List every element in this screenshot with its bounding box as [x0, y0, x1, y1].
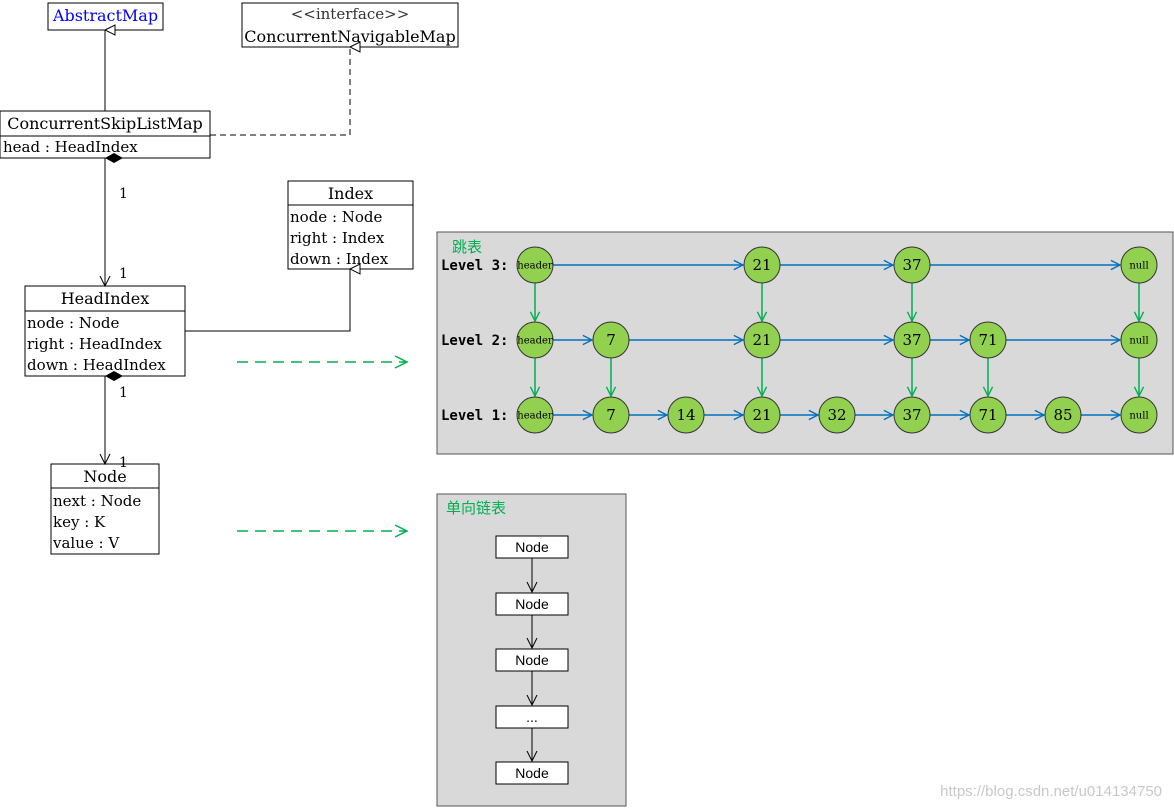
skiplist-node: 85 [1044, 396, 1082, 434]
class-attribute: head : HeadIndex [3, 138, 138, 156]
class-attribute: node : Node [27, 314, 120, 332]
skiplist-node: 37 [893, 396, 931, 434]
node-value: header [517, 411, 553, 422]
node-value: 71 [978, 406, 997, 424]
class-attribute: key : K [53, 513, 106, 531]
class-box [50, 463, 160, 555]
class-node: Node next : Node key : K value : V [50, 463, 160, 555]
skiplist-node: 32 [818, 396, 856, 434]
class-abstract-map: AbstractMap [47, 2, 164, 31]
node-value: 32 [827, 406, 846, 424]
skiplist-node: header [516, 321, 554, 359]
multiplicity-label: 1 [119, 385, 128, 401]
skiplist-node: header [516, 396, 554, 434]
class-name: HeadIndex [61, 289, 150, 308]
node-label: Node [515, 652, 549, 668]
realization-arrow [210, 47, 350, 136]
node-label: ... [526, 709, 538, 725]
watermark-text: https://blog.csdn.net/u014134750 [940, 783, 1162, 800]
node-label: Node [515, 765, 549, 781]
class-name: AbstractMap [52, 6, 158, 25]
class-name: Node [83, 467, 126, 486]
class-concurrent-skiplist-map: ConcurrentSkipListMap head : HeadIndex [0, 110, 211, 159]
class-attribute: right : HeadIndex [27, 335, 162, 353]
node-value: 85 [1053, 406, 1072, 424]
class-attribute: right : Index [290, 229, 385, 247]
level-label: Level 2: [441, 333, 508, 349]
node-value: 37 [902, 331, 921, 349]
class-attribute: down : HeadIndex [27, 356, 166, 374]
node-value: 7 [606, 331, 616, 349]
skiplist-node: null [1120, 396, 1158, 434]
skiplist-node: header [516, 246, 554, 284]
skiplist-node: 21 [743, 246, 781, 284]
class-head-index: HeadIndex node : Node right : HeadIndex … [24, 285, 186, 377]
level-label: Level 1: [441, 408, 508, 424]
node-value: 71 [978, 331, 997, 349]
skiplist-node: 7 [592, 396, 630, 434]
skiplist-node: 21 [743, 396, 781, 434]
skiplist-node: null [1120, 246, 1158, 284]
skiplist-node: 37 [893, 321, 931, 359]
skiplist-node: 21 [743, 321, 781, 359]
skiplist-node: null [1120, 321, 1158, 359]
linked-list-node: Node [495, 535, 569, 559]
node-value: 37 [902, 406, 921, 424]
class-attribute: down : Index [290, 250, 389, 268]
class-name: ConcurrentSkipListMap [7, 114, 203, 133]
class-attribute: value : V [52, 534, 120, 552]
panel-title: 跳表 [452, 239, 482, 256]
class-box [287, 180, 414, 270]
multiplicity-label: 1 [119, 186, 128, 202]
skiplist-node: 14 [667, 396, 705, 434]
node-label: Node [515, 596, 549, 612]
node-value: header [517, 336, 553, 347]
node-value: 14 [676, 406, 695, 424]
skiplist-node: 7 [592, 321, 630, 359]
linked-list-node: Node [495, 761, 569, 785]
panel-title: 单向链表 [446, 500, 506, 517]
node-value: null [1129, 261, 1148, 272]
node-value: 37 [902, 256, 921, 274]
class-attribute: next : Node [53, 492, 141, 510]
skiplist-panel: 跳表 Level 3: Level 2: Level 1: header 21 37 nu… [436, 231, 1174, 455]
node-value: 21 [752, 331, 771, 349]
interface-concurrent-navigable-map: <<interface>> ConcurrentNavigableMap [241, 2, 459, 48]
node-value: 7 [606, 406, 616, 424]
skiplist-node: 71 [969, 396, 1007, 434]
class-attribute: node : Node [290, 208, 383, 226]
node-value: header [517, 261, 553, 272]
multiplicity-label: 1 [119, 266, 128, 282]
skiplist-node: 71 [969, 321, 1007, 359]
node-value: null [1129, 336, 1148, 347]
skiplist-node: 37 [893, 246, 931, 284]
class-name: Index [328, 184, 373, 203]
stereotype: <<interface>> [291, 5, 410, 23]
level-label: Level 3: [441, 258, 508, 274]
linked-list-node: Node [495, 648, 569, 672]
node-label: Node [515, 539, 549, 555]
multiplicity-label: 1 [119, 455, 128, 471]
node-value: 21 [752, 256, 771, 274]
linked-list-node: ... [495, 705, 569, 729]
generalization-arrow [185, 269, 350, 332]
class-index: Index node : Node right : Index down : I… [287, 180, 414, 270]
node-value: null [1129, 411, 1148, 422]
class-name: ConcurrentNavigableMap [244, 27, 455, 46]
node-value: 21 [752, 406, 771, 424]
class-box [241, 2, 459, 48]
linked-list-node: Node [495, 592, 569, 616]
